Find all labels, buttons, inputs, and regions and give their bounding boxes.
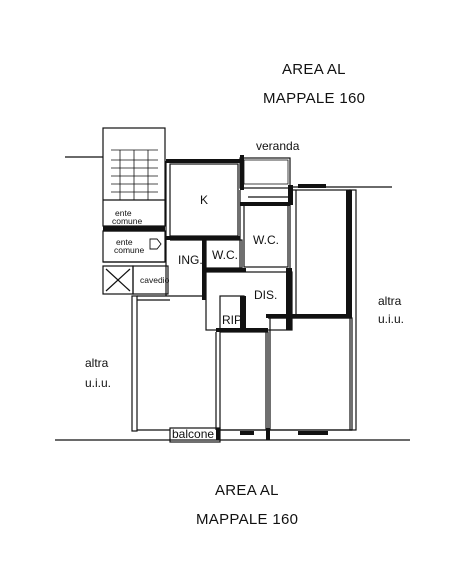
common-lower-line1: ente xyxy=(116,237,133,247)
bottom-area-line2: MAPPALE 160 xyxy=(196,511,299,528)
room-label-veranda: veranda xyxy=(256,139,300,153)
common-upper-line1: ente xyxy=(115,208,132,218)
neighbor-left-line1: altra xyxy=(85,356,109,370)
neighbor-right-line2: u.i.u. xyxy=(378,312,405,326)
room-label-balcone: balcone xyxy=(172,427,215,441)
common-upper-line2: comune xyxy=(112,216,143,226)
room-label-wc-lower: W.C. xyxy=(212,248,238,262)
room-label-wc-upper: W.C. xyxy=(253,233,279,247)
neighbor-left-line2: u.i.u. xyxy=(85,376,112,390)
room-label-cavedio: cavedio xyxy=(140,275,170,285)
common-lower-line2: comune xyxy=(114,245,145,255)
bottom-area-line1: AREA AL xyxy=(215,482,279,499)
top-area-line2: MAPPALE 160 xyxy=(263,90,366,107)
room-label-ingresso: ING. xyxy=(178,253,203,267)
top-area-line1: AREA AL xyxy=(282,61,346,78)
room-label-disimpegno: DIS. xyxy=(254,288,278,302)
room-label-ripostiglio: RIP xyxy=(222,313,243,327)
room-label-kitchen: K xyxy=(200,193,209,207)
neighbor-right-line1: altra xyxy=(378,294,402,308)
